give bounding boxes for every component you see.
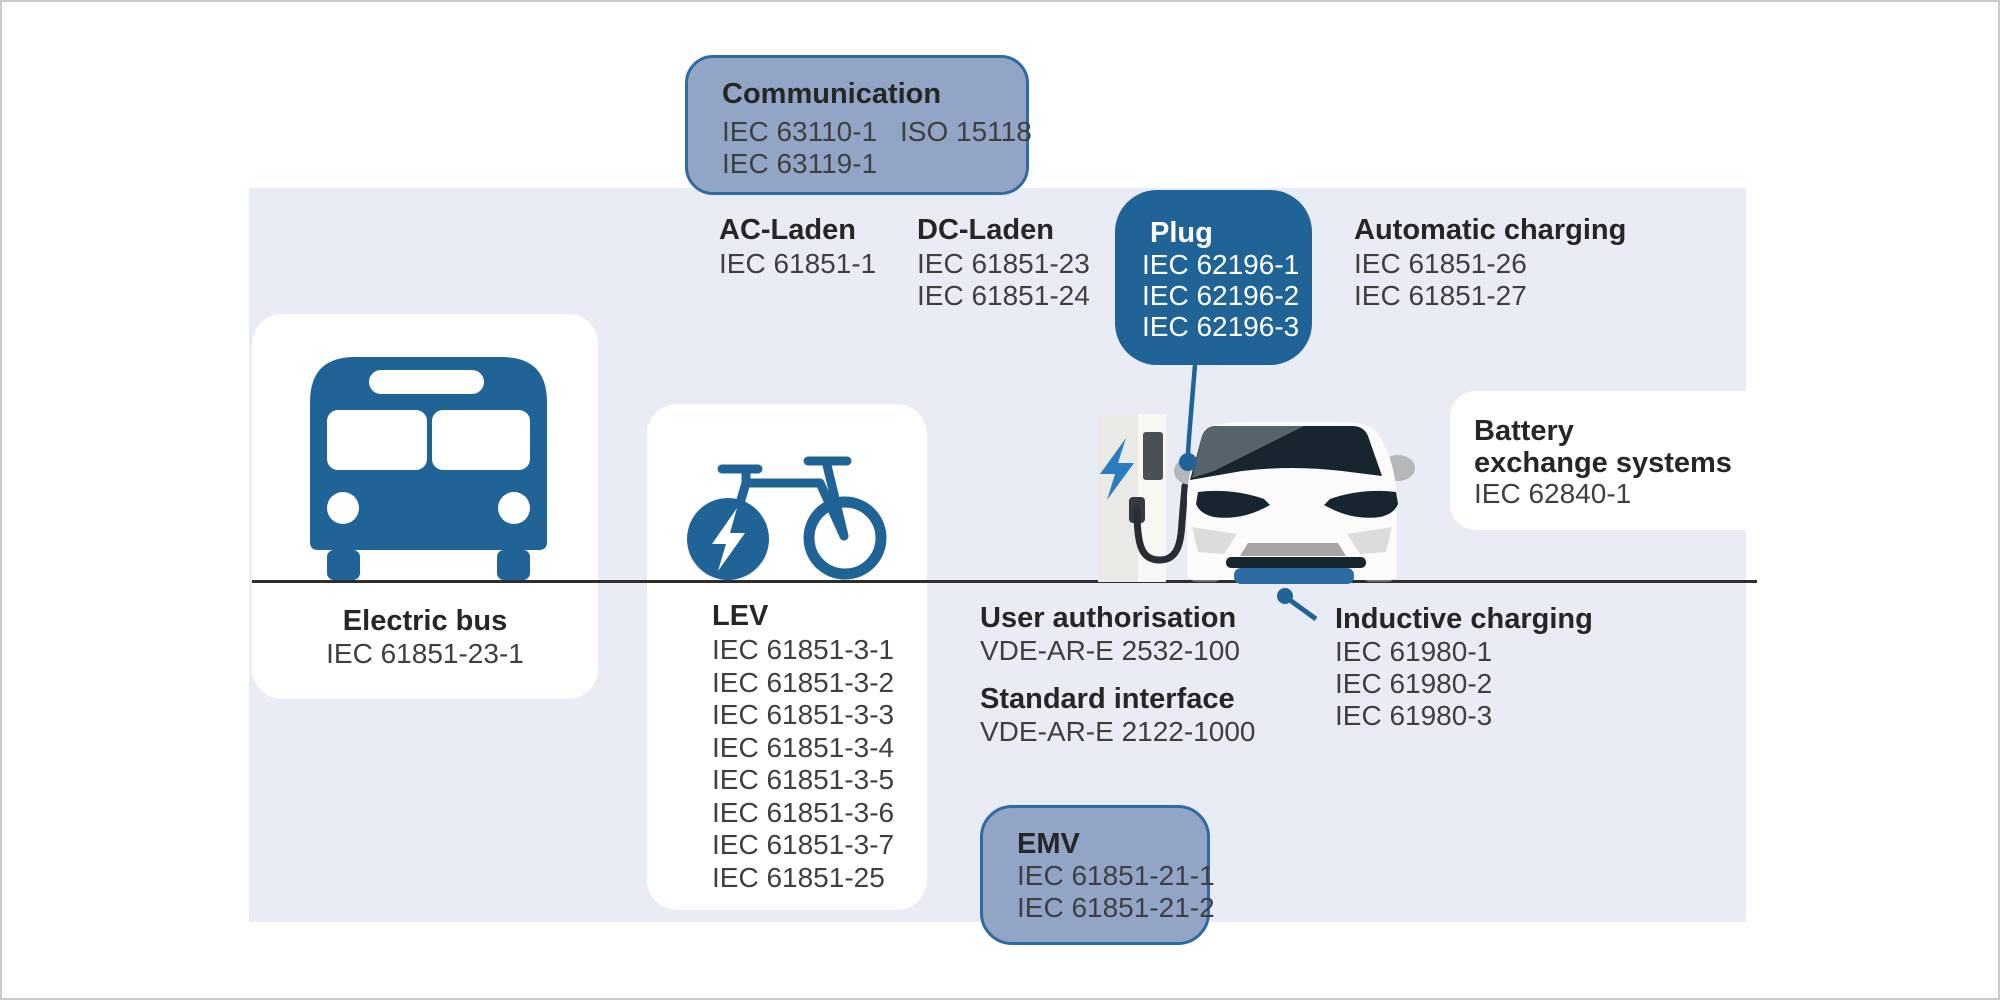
emv-std-1: IEC 61851-21-1 xyxy=(1017,860,1215,891)
battery-exchange-title-2: exchange systems xyxy=(1474,447,1732,479)
plug-std-2: IEC 62196-2 xyxy=(1142,280,1300,311)
electric-bus-std-1: IEC 61851-23-1 xyxy=(326,638,524,669)
user-authorisation-std-1: VDE-AR-E 2532-100 xyxy=(980,635,1240,666)
ac-laden-title: AC-Laden xyxy=(719,214,856,246)
ac-laden-std-1: IEC 61851-1 xyxy=(719,248,877,279)
automatic-charging-title: Automatic charging xyxy=(1354,214,1627,246)
ground-line xyxy=(252,580,1757,583)
battery-exchange-std-1: IEC 62840-1 xyxy=(1474,478,1632,509)
plug-box xyxy=(1115,190,1312,365)
emv-title: EMV xyxy=(1017,828,1080,860)
lev-std-7: IEC 61851-3-7 xyxy=(712,829,895,860)
user-authorisation-title: User authorisation xyxy=(980,602,1237,634)
standard-interface-std-1: VDE-AR-E 2122-1000 xyxy=(980,716,1256,747)
lev-std-8: IEC 61851-25 xyxy=(712,861,885,893)
communication-std-2: ISO 15118 xyxy=(900,116,1032,147)
battery-exchange-title-1: Battery xyxy=(1474,415,1574,447)
plug-std-3: IEC 62196-3 xyxy=(1142,311,1300,342)
lev-std-3: IEC 61851-3-3 xyxy=(712,699,895,730)
battery-exchange-card xyxy=(1450,391,1794,530)
communication-box xyxy=(685,55,1029,195)
dc-laden-std-2: IEC 61851-24 xyxy=(917,280,1090,311)
lev-standards-list: IEC 61851-3-1 IEC 61851-3-2 IEC 61851-3-… xyxy=(712,634,894,894)
communication-std-1: IEC 63110-1 xyxy=(722,116,878,147)
lev-std-1: IEC 61851-3-1 xyxy=(712,634,895,665)
inductive-charging-title: Inductive charging xyxy=(1335,603,1593,635)
inductive-charging-std-2: IEC 61980-2 xyxy=(1335,668,1493,699)
electric-bus-title: Electric bus xyxy=(342,605,508,637)
communication-std-3: IEC 63119-1 xyxy=(722,148,878,179)
standard-interface-title: Standard interface xyxy=(980,683,1235,715)
lev-std-6: IEC 61851-3-6 xyxy=(712,796,895,828)
automatic-charging-std-1: IEC 61851-26 xyxy=(1354,248,1527,279)
inductive-charging-std-3: IEC 61980-3 xyxy=(1335,700,1493,731)
lev-std-2: IEC 61851-3-2 xyxy=(712,666,895,698)
emv-box xyxy=(980,805,1210,945)
dc-laden-std-1: IEC 61851-23 xyxy=(917,248,1090,279)
automatic-charging-std-2: IEC 61851-27 xyxy=(1354,280,1527,311)
lev-std-5: IEC 61851-3-5 xyxy=(712,764,895,795)
inductive-charging-std-1: IEC 61980-1 xyxy=(1335,636,1493,667)
lev-title: LEV xyxy=(712,600,769,632)
plug-title: Plug xyxy=(1150,217,1213,249)
communication-title: Communication xyxy=(722,78,942,110)
emv-std-2: IEC 61851-21-2 xyxy=(1017,892,1215,923)
lev-std-4: IEC 61851-3-4 xyxy=(712,731,895,763)
plug-std-1: IEC 62196-1 xyxy=(1142,249,1300,280)
dc-laden-title: DC-Laden xyxy=(917,214,1054,246)
